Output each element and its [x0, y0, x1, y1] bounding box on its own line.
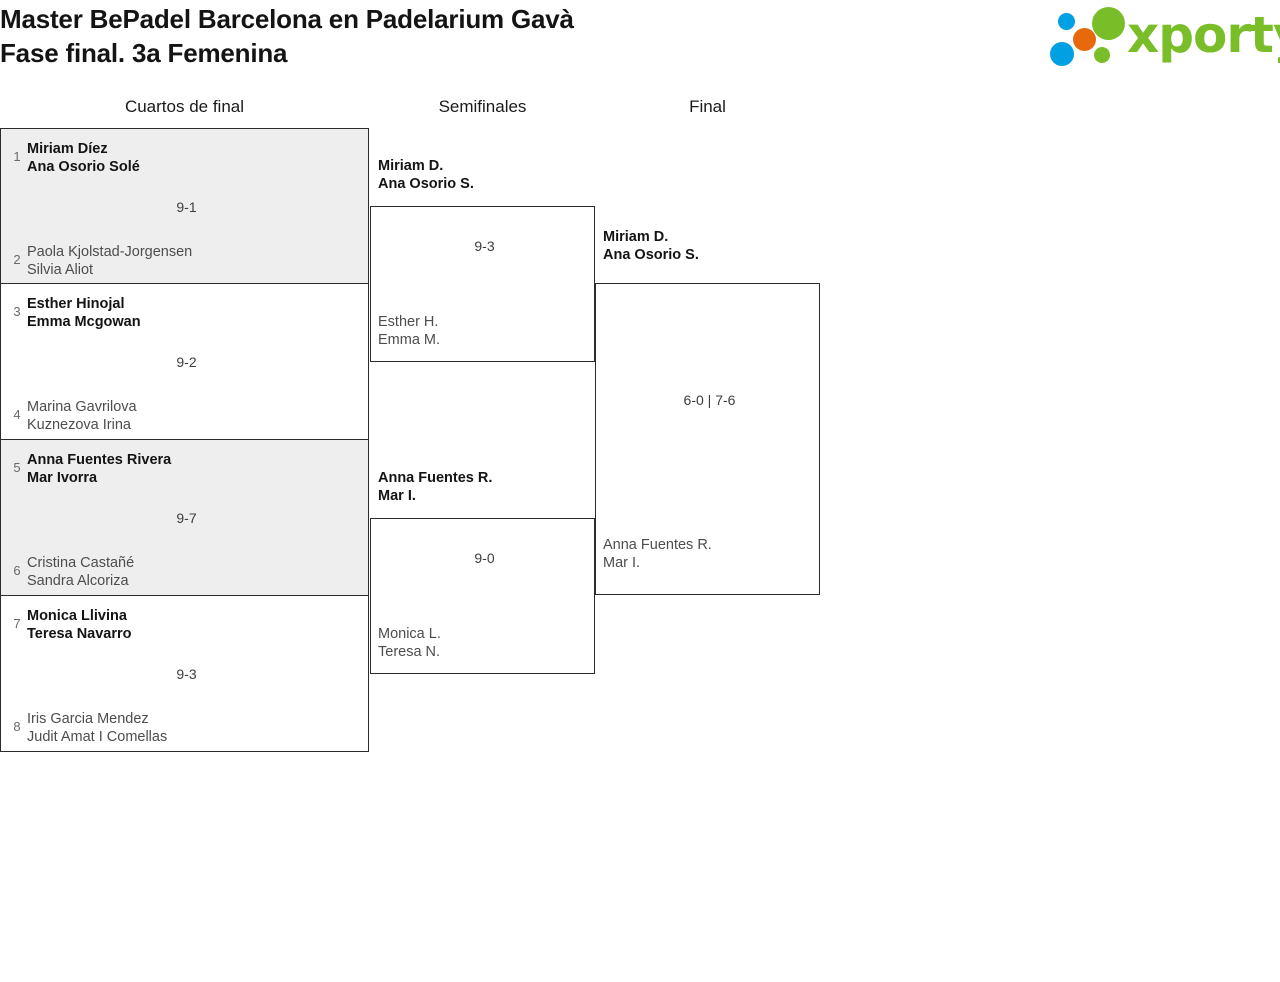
player-name-1: Iris Garcia Mendez — [27, 711, 149, 727]
player-name-1: Anna Fuentes R. — [603, 537, 712, 553]
player-name-2: Teresa Navarro — [27, 626, 132, 642]
match-team-bottom[interactable]: 6 Cristina Castañé Sandra Alcoriza — [7, 554, 365, 590]
team-seed: 4 — [13, 407, 21, 422]
team-names: Paola Kjolstad-Jorgensen Silvia Aliot — [27, 243, 192, 279]
round-header-final: Final — [689, 97, 726, 116]
match-score: 9-3 — [474, 238, 495, 254]
player-name-2: Ana Osorio S. — [603, 247, 699, 263]
match-team-top[interactable]: 7 Monica Llivina Teresa Navarro — [7, 607, 365, 643]
player-name-1: Esther H. — [378, 314, 439, 330]
player-name-1: Monica Llivina — [27, 608, 127, 624]
team-seed: 5 — [13, 460, 21, 475]
match-team-bottom[interactable]: 4 Marina Gavrilova Kuznezova Irina — [7, 398, 365, 434]
team-names: Iris Garcia Mendez Judit Amat I Comellas — [27, 710, 167, 746]
match-score: 9-1 — [176, 199, 197, 215]
player-name-1: Miriam D. — [603, 229, 669, 245]
round-header-semifinals: Semifinales — [438, 97, 527, 116]
match-team-bottom[interactable]: Esther H. Emma M. — [378, 313, 440, 349]
team-seed: 8 — [13, 719, 21, 734]
match-team-top[interactable]: Miriam D. Ana Osorio S. — [378, 157, 474, 193]
match-quarterfinal-3[interactable]: 5 Anna Fuentes Rivera Mar Ivorra 9-7 6 C… — [0, 440, 369, 596]
match-score: 9-0 — [474, 550, 495, 566]
team-seed: 2 — [13, 252, 21, 267]
player-name-1: Marina Gavrilova — [27, 399, 137, 415]
team-names: Miriam Díez Ana Osorio Solé — [27, 140, 140, 176]
player-name-2: Kuznezova Irina — [27, 417, 131, 433]
player-name-2: Sandra Alcoriza — [27, 573, 129, 589]
player-name-2: Mar I. — [603, 555, 641, 571]
team-names: Monica Llivina Teresa Navarro — [27, 607, 132, 643]
player-name-2: Emma M. — [378, 332, 441, 348]
round-header-quarterfinals: Cuartos de final — [124, 97, 245, 116]
match-score: 6-0 | 7-6 — [683, 392, 736, 408]
player-name-2: Mar I. — [378, 488, 416, 504]
match-score: 9-2 — [176, 354, 197, 370]
page-title: Master BePadel Barcelona en Padelarium G… — [0, 2, 1020, 70]
match-team-top[interactable]: 3 Esther Hinojal Emma Mcgowan — [7, 295, 365, 331]
match-semifinal-2[interactable]: Anna Fuentes R. Mar I. 9-0 Monica L. Ter… — [370, 470, 595, 674]
player-name-1: Cristina Castañé — [27, 555, 135, 571]
team-seed: 1 — [13, 149, 21, 164]
xporty-logo[interactable]: xporty — [1045, 2, 1280, 74]
match-team-top[interactable]: 1 Miriam Díez Ana Osorio Solé — [7, 140, 365, 176]
player-name-1: Paola Kjolstad-Jorgensen — [27, 244, 193, 260]
logo-dot-blue-bottom — [1050, 42, 1074, 66]
match-semifinal-1[interactable]: Miriam D. Ana Osorio S. 9-3 Esther H. Em… — [370, 158, 595, 362]
logo-wordmark: xporty — [1127, 6, 1280, 64]
team-names: Esther Hinojal Emma Mcgowan — [27, 295, 141, 331]
logo-dot-orange — [1073, 28, 1096, 51]
match-team-bottom[interactable]: 2 Paola Kjolstad-Jorgensen Silvia Aliot — [7, 243, 365, 279]
player-name-2: Ana Osorio Solé — [27, 159, 140, 175]
player-name-1: Miriam D. — [378, 158, 444, 174]
player-name-2: Judit Amat I Comellas — [27, 729, 168, 745]
match-team-top[interactable]: Miriam D. Ana Osorio S. — [603, 228, 699, 264]
match-team-top[interactable]: Anna Fuentes R. Mar I. — [378, 469, 492, 505]
player-name-1: Miriam Díez — [27, 141, 108, 157]
match-team-bottom[interactable]: 8 Iris Garcia Mendez Judit Amat I Comell… — [7, 710, 365, 746]
match-final[interactable]: Miriam D. Ana Osorio S. 6-0 | 7-6 Anna F… — [595, 229, 820, 595]
match-quarterfinal-4[interactable]: 7 Monica Llivina Teresa Navarro 9-3 8 Ir… — [0, 596, 369, 752]
title-line-1: Master BePadel Barcelona en Padelarium G… — [0, 4, 574, 34]
team-names: Cristina Castañé Sandra Alcoriza — [27, 554, 134, 590]
match-team-bottom[interactable]: Anna Fuentes R. Mar I. — [603, 536, 712, 572]
player-name-1: Anna Fuentes R. — [378, 470, 493, 486]
player-name-1: Monica L. — [378, 626, 441, 642]
player-name-2: Mar Ivorra — [27, 470, 98, 486]
player-name-2: Teresa N. — [378, 644, 441, 660]
logo-dot-green-small — [1094, 47, 1110, 63]
match-quarterfinal-1[interactable]: 1 Miriam Díez Ana Osorio Solé 9-1 2 Paol… — [0, 128, 369, 284]
team-names: Anna Fuentes Rivera Mar Ivorra — [27, 451, 171, 487]
player-name-2: Silvia Aliot — [27, 262, 94, 278]
match-team-top[interactable]: 5 Anna Fuentes Rivera Mar Ivorra — [7, 451, 365, 487]
team-seed: 3 — [13, 304, 21, 319]
match-quarterfinal-2[interactable]: 3 Esther Hinojal Emma Mcgowan 9-2 4 Mari… — [0, 284, 369, 440]
team-seed: 6 — [13, 563, 21, 578]
player-name-2: Ana Osorio S. — [378, 176, 474, 192]
logo-dot-blue-top — [1058, 13, 1075, 30]
match-score: 9-7 — [176, 510, 197, 526]
logo-dot-green-large — [1092, 7, 1125, 40]
team-names: Marina Gavrilova Kuznezova Irina — [27, 398, 137, 434]
match-team-bottom[interactable]: Monica L. Teresa N. — [378, 625, 441, 661]
match-score: 9-3 — [176, 666, 197, 682]
player-name-1: Anna Fuentes Rivera — [27, 452, 172, 468]
logo-dots-icon — [1048, 6, 1140, 68]
title-line-2: Fase final. 3a Femenina — [0, 38, 288, 68]
player-name-1: Esther Hinojal — [27, 296, 125, 312]
player-name-2: Emma Mcgowan — [27, 314, 141, 330]
team-seed: 7 — [13, 616, 21, 631]
